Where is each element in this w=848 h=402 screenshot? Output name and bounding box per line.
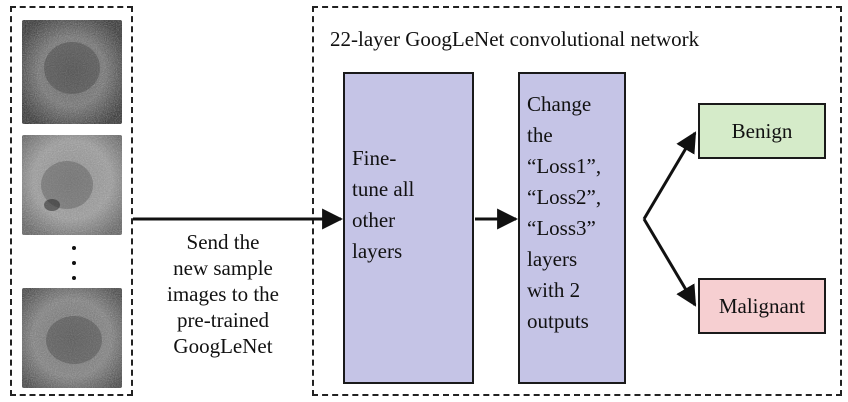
finetune-line: other [352,208,396,232]
finetune-line: Fine- [352,146,397,170]
loss-line: “Loss3” [527,216,596,240]
benign-output-box: Benign [698,103,826,159]
sample-images-frame [10,6,133,396]
network-frame [312,6,842,396]
ultrasound-image-1 [22,20,122,124]
loss-line: “Loss2”, [527,185,602,209]
finetune-line: tune all [352,177,415,201]
more-images-ellipsis [70,246,78,280]
finetune-block-text: Fine- tune all other layers [352,143,414,267]
loss-line: with 2 [527,278,581,302]
loss-block-text: Change the “Loss1”, “Loss2”, “Loss3” lay… [527,89,601,337]
network-title: 22-layer GoogLeNet convolutional network [330,27,700,51]
loss-line: “Loss1”, [527,154,602,178]
send-caption-line: new sample [173,256,273,280]
ultrasound-image-3 [22,288,122,388]
loss-line: Change [527,92,592,116]
send-caption: Send the new sample images to the pre-tr… [143,229,303,359]
finetune-layers-block [343,72,474,384]
send-caption-line: images to the [167,282,279,306]
ultrasound-image-2 [22,135,122,235]
send-caption-line: GoogLeNet [173,334,273,358]
change-loss-layers-block [518,72,626,384]
loss-line: the [527,123,553,147]
loss-line: outputs [527,309,589,333]
send-caption-line: pre-trained [176,308,270,332]
finetune-line: layers [352,239,403,263]
send-caption-line: Send the [186,230,260,254]
loss-line: layers [527,247,578,271]
malignant-output-box: Malignant [698,278,826,334]
